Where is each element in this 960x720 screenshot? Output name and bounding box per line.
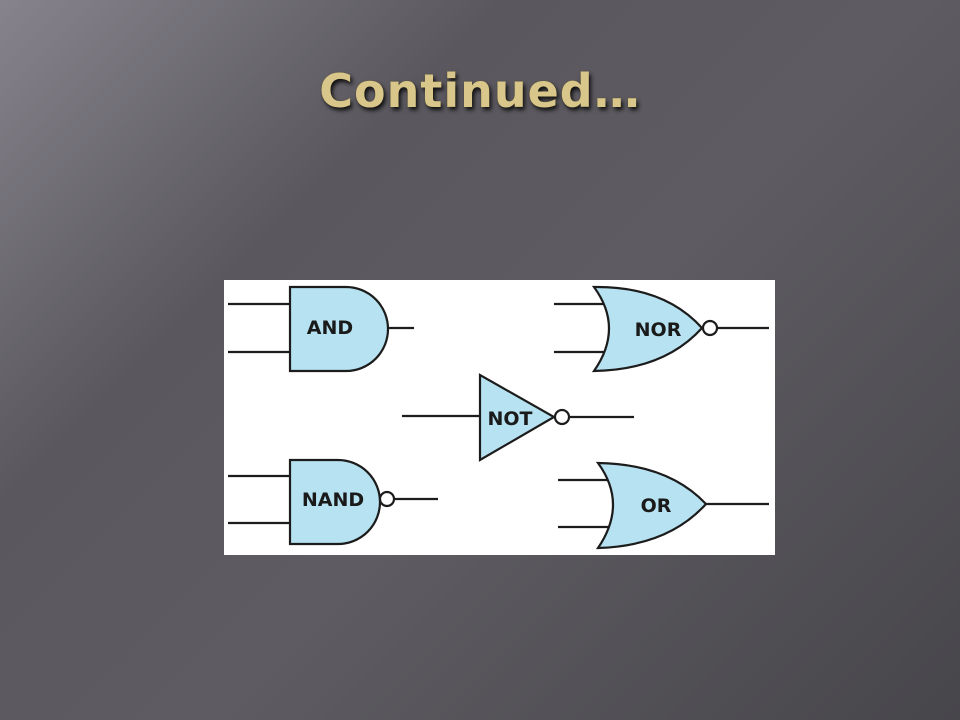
nand-label: NAND bbox=[302, 489, 364, 511]
nand-output-bubble bbox=[378, 490, 396, 508]
nor-output-bubble bbox=[701, 319, 719, 337]
or-gate-body bbox=[595, 461, 708, 550]
logic-gates-diagram: AND NOR NOT NAND bbox=[224, 280, 775, 555]
nor-label: NOR bbox=[635, 319, 682, 341]
nand-gate: NAND bbox=[228, 458, 438, 546]
and-label: AND bbox=[307, 317, 353, 339]
slide-title: Continued… bbox=[319, 64, 641, 118]
and-gate: AND bbox=[228, 285, 414, 373]
nor-gate-body bbox=[591, 285, 704, 373]
or-label: OR bbox=[641, 495, 672, 517]
or-gate: OR bbox=[558, 461, 769, 550]
and-gate-body bbox=[288, 285, 390, 373]
not-label: NOT bbox=[487, 408, 532, 430]
not-gate: NOT bbox=[402, 373, 634, 462]
not-gate-body bbox=[478, 373, 557, 462]
nor-gate: NOR bbox=[554, 285, 769, 373]
not-output-bubble bbox=[553, 408, 571, 426]
nand-gate-body bbox=[288, 458, 382, 546]
